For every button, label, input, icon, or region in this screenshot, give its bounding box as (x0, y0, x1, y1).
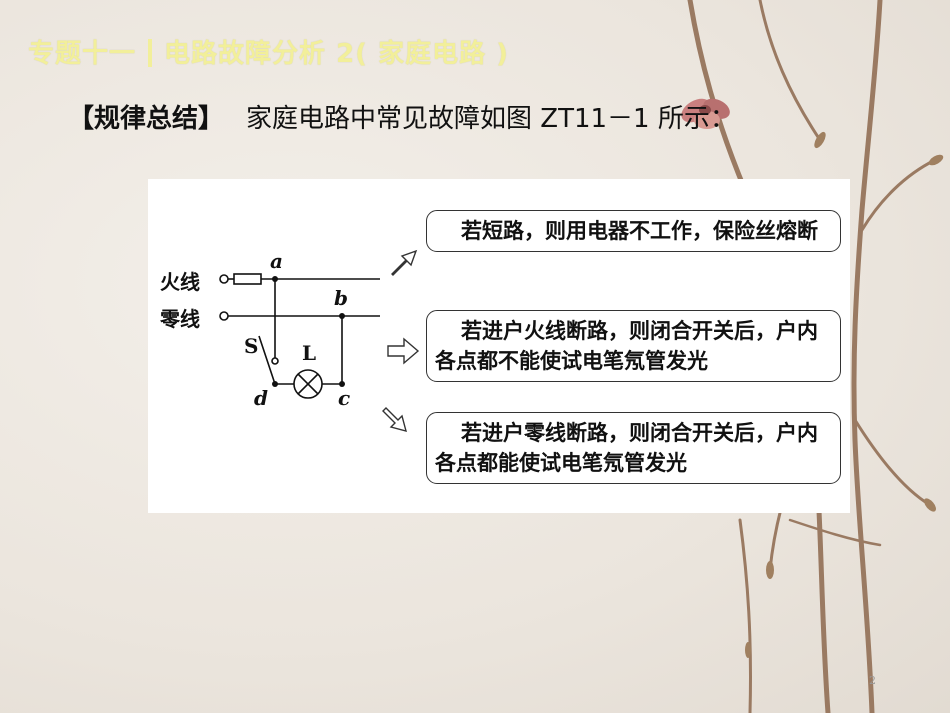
point-a-label: a (270, 249, 283, 273)
slide-title-subject: 电路故障分析 2( 家庭电路 ) (164, 39, 510, 69)
arrow-up-right-icon (391, 249, 418, 276)
node-c (339, 381, 345, 387)
live-wire-label: 火线 (160, 270, 200, 294)
fault-live-wire-open-text: 若进户火线断路，则闭合开关后，户内各点都不能使试电笔氖管发光 (435, 318, 818, 373)
point-c-label: c (338, 386, 351, 410)
summary-text: 家庭电路中常见故障如图 ZT11－1 所示： (246, 104, 736, 134)
page-number: 2 (869, 674, 876, 687)
fault-neutral-wire-open: 若进户零线断路，则闭合开关后，户内各点都能使试电笔氖管发光 (426, 412, 841, 484)
summary-label: 【规律总结】 (68, 104, 225, 134)
switch-blade (258, 335, 276, 385)
node-b (339, 313, 345, 319)
fuse-icon (233, 273, 262, 285)
switch-contact (271, 357, 279, 365)
fault-short-circuit: 若短路，则用电器不工作，保险丝熔断 (426, 210, 841, 252)
slide-title-topic: 专题十一 (28, 39, 137, 69)
node-d (272, 381, 278, 387)
slide-title: 专题十一电路故障分析 2( 家庭电路 ) (28, 33, 509, 70)
live-wire-terminal (219, 274, 229, 284)
fault-short-circuit-text: 若短路，则用电器不工作，保险丝熔断 (461, 218, 818, 243)
circuit-figure: 火线 零线 a b c d S L 若短路，则用电器不工作，保险丝熔断 若进户火… (148, 179, 850, 513)
arrow-right-icon (387, 337, 420, 365)
title-divider (148, 39, 153, 67)
node-a (272, 276, 278, 282)
neutral-wire-terminal (219, 311, 229, 321)
neutral-wire-label: 零线 (160, 307, 200, 331)
point-d-label: d (254, 386, 268, 410)
arrow-down-right-icon (382, 407, 407, 432)
circuit-diagram (219, 249, 420, 432)
summary-line: 【规律总结】家庭电路中常见故障如图 ZT11－1 所示： (68, 98, 736, 135)
lamp-label: L (302, 341, 317, 365)
fault-live-wire-open: 若进户火线断路，则闭合开关后，户内各点都不能使试电笔氖管发光 (426, 310, 841, 382)
point-b-label: b (334, 286, 348, 310)
switch-label: S (244, 334, 259, 358)
fault-neutral-wire-open-text: 若进户零线断路，则闭合开关后，户内各点都能使试电笔氖管发光 (435, 420, 818, 475)
